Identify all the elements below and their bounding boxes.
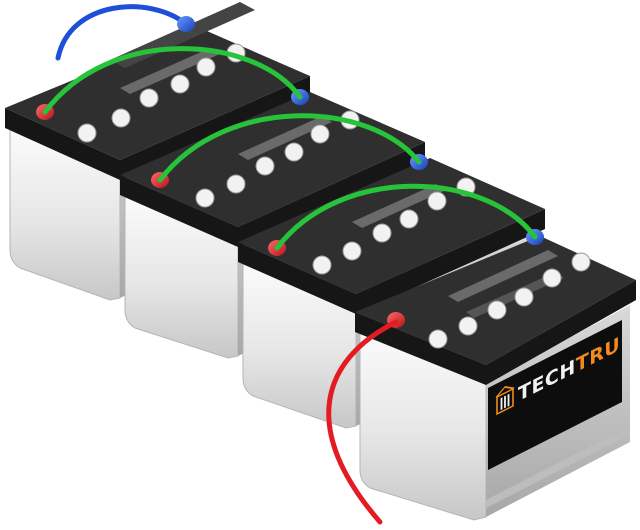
vent-cap bbox=[111, 108, 131, 128]
series-jumper-cable bbox=[157, 113, 422, 183]
vent-cap bbox=[226, 174, 246, 194]
battery-case-front bbox=[124, 194, 239, 359]
battery-lid-side bbox=[120, 142, 425, 247]
building-columns-icon bbox=[495, 386, 515, 416]
negative-terminal bbox=[177, 16, 195, 32]
vent-cap bbox=[428, 329, 448, 349]
vent-cap bbox=[195, 188, 215, 208]
vent-cap bbox=[542, 268, 562, 288]
battery-4: TECHTRU bbox=[355, 229, 636, 521]
series-jumper-cable bbox=[274, 183, 538, 251]
positive-lead-cable bbox=[326, 319, 399, 525]
battery-lid-handle bbox=[352, 184, 446, 228]
battery-lid-side bbox=[238, 209, 545, 314]
battery-lid-side bbox=[355, 280, 636, 385]
vent-cap bbox=[77, 123, 97, 143]
vent-cap bbox=[458, 316, 478, 336]
vent-cap bbox=[487, 300, 507, 320]
battery-lid-side bbox=[5, 76, 310, 180]
battery-lid-handle bbox=[238, 116, 332, 160]
vent-cap bbox=[170, 74, 190, 94]
series-jumper-cable bbox=[42, 46, 303, 115]
vent-cap bbox=[399, 209, 419, 229]
battery-case-front bbox=[242, 261, 357, 429]
battery-case-base-rim bbox=[486, 426, 630, 508]
battery-case-front bbox=[359, 329, 487, 521]
vent-cap bbox=[372, 223, 392, 243]
battery-lid-handle bbox=[448, 250, 558, 302]
brand-label-panel bbox=[488, 320, 622, 470]
vent-cap bbox=[427, 191, 447, 211]
vent-cap bbox=[139, 88, 159, 108]
vent-cap bbox=[514, 287, 534, 307]
vent-cap bbox=[255, 156, 275, 176]
vent-cap bbox=[284, 142, 304, 162]
battery-case-front bbox=[9, 127, 121, 301]
vent-cap bbox=[571, 252, 591, 272]
battery-lid-handle bbox=[120, 48, 220, 94]
vent-cap bbox=[310, 124, 330, 144]
negative-lead-cable bbox=[55, 4, 189, 61]
vent-cap bbox=[196, 57, 216, 77]
vent-cap bbox=[312, 255, 332, 275]
vent-cap bbox=[342, 241, 362, 261]
